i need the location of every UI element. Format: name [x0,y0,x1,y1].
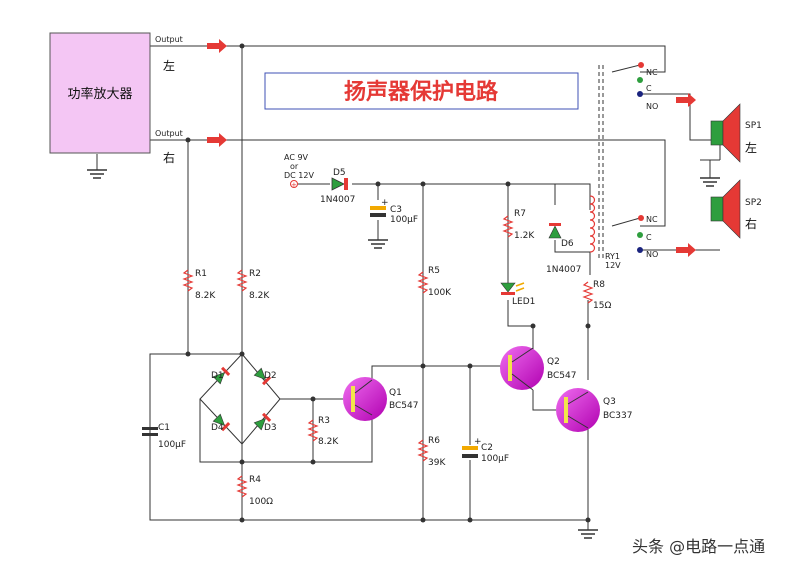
r4-label: R4 [249,475,261,485]
r8-label: R8 [593,280,605,290]
relay-coil [589,195,596,253]
relay-nc-top: NC [646,68,658,77]
capacitor-c1 [142,427,158,436]
q1-value: BC547 [389,401,418,411]
resistor-r7 [502,215,514,238]
d5-label: D5 [333,168,346,178]
ground-symbols [87,169,720,539]
sp2-side: 右 [745,216,757,231]
c1-label: C1 [158,423,170,433]
d2-label: D2 [264,371,277,381]
d5-value: 1N4007 [320,195,355,205]
capacitor-c3 [370,206,386,217]
plus-sign: + [291,181,297,189]
left-channel-label: 左 [163,58,175,73]
transistor-q2 [500,346,544,391]
capacitor-c2 [462,446,478,458]
r7-label: R7 [514,209,526,219]
d6-value: 1N4007 [546,265,581,275]
resistor-r2 [236,269,248,292]
signal-arrows [207,39,696,257]
junctions [185,43,591,523]
relay-c-top: C [646,84,652,93]
r3-value: 8.2K [318,437,339,447]
diode-d2 [253,367,272,386]
q2-value: BC547 [547,371,576,381]
q2-label: Q2 [547,357,560,367]
relay-nc-bottom: NC [646,215,658,224]
led-label: LED1 [512,297,535,307]
sp1-side: 左 [745,140,757,155]
sp2-label: SP2 [745,198,762,208]
sp1-label: SP1 [745,121,762,131]
resistor-r1 [182,269,194,292]
d4-label: D4 [211,423,224,433]
c2-label: C2 [481,443,493,453]
d6-label: D6 [561,239,574,249]
diode-d1 [212,366,231,385]
bridge-diodes [212,366,272,432]
output-label-bottom: Output [155,129,183,138]
amplifier-label: 功率放大器 [67,86,132,102]
resistor-r8 [582,281,594,304]
relay-contacts [611,62,644,253]
r3-label: R3 [318,416,330,426]
relay-value: 12V [605,261,621,270]
relay-no-top: NO [646,102,658,111]
r6-label: R6 [428,436,440,446]
c3-label: C3 [390,205,402,215]
r6-value: 39K [428,458,446,468]
resistor-r6 [417,439,429,462]
speaker-sp1 [710,103,741,163]
r5-value: 100K [428,288,452,298]
relay-no-bottom: NO [646,250,658,259]
resistor-r5 [417,271,429,294]
led-1 [500,282,525,295]
q1-label: Q1 [389,388,402,398]
resistors [182,215,594,498]
r7-value: 1.2K [514,231,535,241]
supply-label-3: DC 12V [284,171,314,180]
resistor-r4 [236,475,248,498]
r4-value: 100Ω [249,497,273,507]
title-box [264,72,579,110]
q3-label: Q3 [603,397,616,407]
c1-value: 100µF [158,440,186,450]
supply-label-2: or [290,162,299,171]
amplifier-block [49,32,151,154]
r2-label: R2 [249,269,261,279]
speaker-sp2 [710,179,741,239]
output-label-top: Output [155,35,183,44]
diode-d3 [253,412,272,431]
c2-value: 100µF [481,454,509,464]
supply-terminal [290,180,298,188]
r5-label: R5 [428,266,440,276]
diode-d5 [331,177,348,191]
r1-label: R1 [195,269,207,279]
right-channel-label: 右 [163,150,175,165]
c3-value: 100µF [390,215,418,225]
d1-label: D1 [211,371,224,381]
r2-value: 8.2K [249,291,270,301]
q3-value: BC337 [603,411,632,421]
r1-value: 8.2K [195,291,216,301]
d3-label: D3 [264,423,277,433]
supply-label-1: AC 9V [284,153,309,162]
relay-c-bottom: C [646,233,652,242]
r8-value: 15Ω [593,301,611,311]
relay-label: RY1 [605,252,620,261]
watermark: 头条 @电路一点通 [632,537,765,556]
resistor-r3 [307,419,319,442]
c3-plus: + [381,198,389,208]
c2-plus: + [474,437,482,447]
page-title: 扬声器保护电路 [344,79,499,105]
diode-d4 [212,413,231,432]
transistor-q1 [343,377,387,421]
transistor-q3 [556,388,600,432]
diode-d6 [548,223,562,239]
wires [96,45,721,530]
